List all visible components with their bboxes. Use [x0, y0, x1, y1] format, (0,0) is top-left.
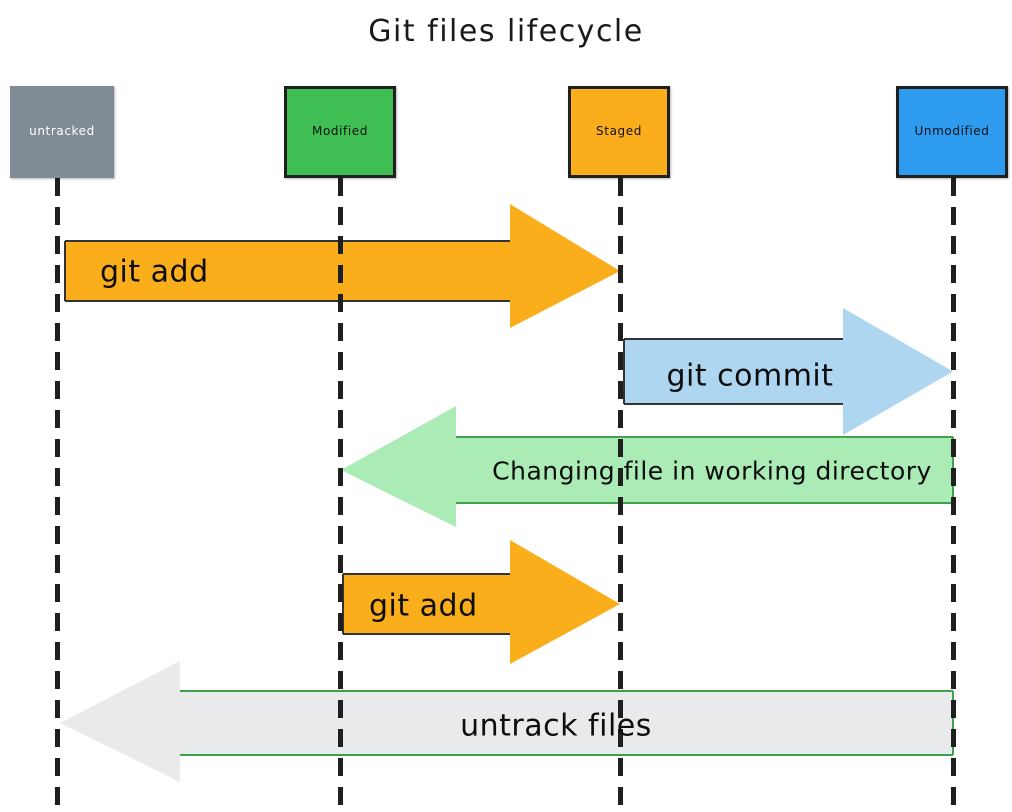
node-label: Staged	[596, 124, 642, 139]
arrow-git-add-untracked-to-staged[interactable]	[64, 204, 620, 328]
node-label: Unmodified	[914, 124, 990, 139]
arrow-body	[343, 574, 510, 634]
node-label: Modified	[311, 124, 368, 139]
arrow-body	[65, 241, 510, 301]
arrow-untrack-files-unmodified-to-untracked[interactable]	[60, 661, 954, 782]
lifeline-modified	[338, 178, 343, 808]
page-title: Git files lifecycle	[368, 14, 644, 49]
lifeline-untracked	[55, 178, 60, 808]
arrow-head	[510, 204, 620, 328]
arrow-body	[456, 437, 953, 503]
arrow-head	[341, 406, 456, 527]
lifeline-staged	[618, 178, 623, 808]
arrow-changing-file-unmodified-to-modified[interactable]	[341, 406, 954, 527]
arrow-body	[180, 691, 953, 755]
arrow-body	[624, 339, 843, 404]
node-unmodified[interactable]: Unmodified	[896, 86, 1008, 178]
node-staged[interactable]: Staged	[568, 86, 670, 178]
arrow-head	[510, 540, 620, 664]
arrow-git-commit-staged-to-unmodified[interactable]	[623, 308, 953, 435]
arrow-git-add-modified-to-staged[interactable]	[342, 540, 620, 664]
node-untracked[interactable]: untracked	[10, 86, 114, 178]
message-arrows-layer	[60, 204, 954, 782]
arrow-head	[60, 661, 180, 782]
arrow-head	[843, 308, 953, 435]
node-modified[interactable]: Modified	[284, 86, 396, 178]
lifeline-unmodified	[951, 178, 956, 808]
node-label: untracked	[29, 124, 95, 139]
